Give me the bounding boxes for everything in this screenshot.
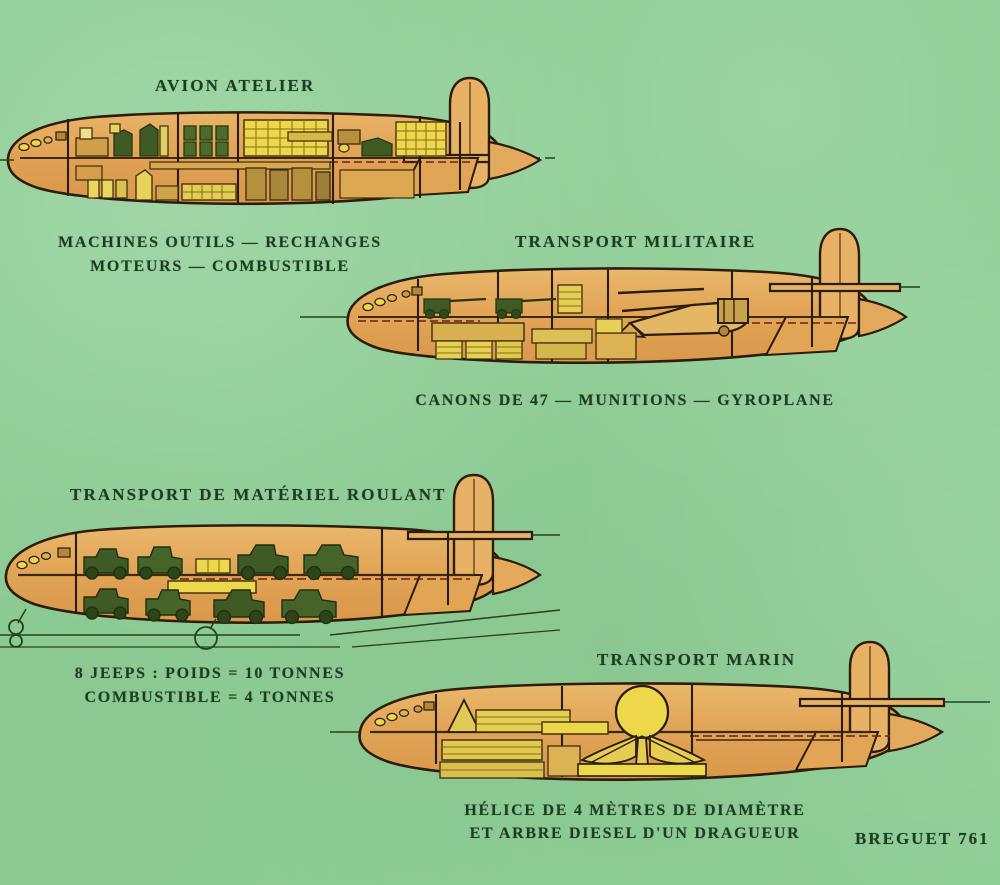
engines-crates-aft (337, 121, 447, 157)
aircraft-transport-militaire (300, 227, 920, 364)
horizontal-stabilizer (798, 697, 946, 708)
jeeps-upper-deck (83, 544, 359, 581)
propeller-blade-right (649, 734, 707, 765)
diesel-shaft-crates-upper (475, 709, 609, 735)
caption-transport-marin-sub-1: HÉLICE DE 4 MÈTRES DE DIAMÈTRE (464, 802, 806, 819)
tail-cone (491, 555, 542, 596)
workshop-machine-tools (75, 123, 229, 157)
jeeps-lower-deck (83, 588, 337, 625)
caption-transport-marin-title: TRANSPORT MARIN (597, 650, 797, 669)
guideline-to-next-2 (351, 629, 561, 648)
aircraft-transport-materiel-roulant (0, 473, 561, 650)
jeep (281, 589, 337, 625)
propeller-blade-left (579, 734, 637, 765)
caption-materiel-roulant-sub-1: 8 JEEPS : POIDS = 10 TONNES (74, 665, 346, 682)
caption-avion-atelier-sub-2: MOTEURS — COMBUSTIBLE (90, 258, 350, 275)
caption-transport-militaire-sub-1: CANONS DE 47 — MUNITIONS — GYROPLANE (415, 392, 835, 409)
gyroplane-rotor-blade-upper (617, 287, 705, 295)
horizontal-stabilizer (406, 530, 534, 541)
ammunition-crates-lower (431, 318, 637, 360)
guideline-to-next (329, 609, 561, 636)
bulkheads (66, 113, 462, 204)
tail-cone (857, 297, 908, 338)
ammunition-crates-upper (557, 284, 583, 314)
gyroplane-cockpit (717, 298, 749, 324)
aircraft-avion-atelier (0, 76, 560, 206)
pallet-upper (195, 558, 231, 574)
jeep (137, 546, 183, 580)
bulkheads (74, 528, 450, 618)
caption-avion-atelier-sub-1: MACHINES OUTILS — RECHANGES (58, 234, 382, 251)
jeep (237, 544, 289, 581)
cockpit-windows (16, 547, 71, 570)
jeep (303, 544, 359, 581)
tail-cone (487, 140, 543, 181)
jeep (145, 589, 191, 622)
cargo-grid-upper (243, 119, 333, 157)
jeep (83, 588, 129, 620)
propeller-blade-center (635, 737, 649, 767)
propeller-base (577, 763, 707, 777)
lower-hold-engines (245, 167, 331, 201)
diesel-shaft-crates-lower (439, 739, 581, 779)
gyroplane (615, 287, 750, 339)
caption-transport-militaire-title: TRANSPORT MILITAIRE (515, 232, 757, 251)
ammo-stack-3 (495, 340, 523, 360)
horizontal-stabilizer (768, 282, 902, 293)
lower-deck-contents (75, 161, 415, 201)
lower-deck-drums (87, 179, 128, 199)
cockpit-windows (18, 131, 67, 152)
caption-materiel-roulant-title: TRANSPORT DE MATÉRIEL ROULANT (70, 485, 447, 504)
tail-cone (887, 712, 945, 753)
cockpit-windows (362, 286, 423, 312)
aircraft-transport-marin (330, 640, 990, 781)
diesel-shaft (541, 721, 609, 735)
ammo-stack-2 (465, 340, 493, 360)
caption-avion-atelier-title: AVION ATELIER (155, 76, 316, 95)
ammo-stack-1 (435, 340, 463, 360)
caption-materiel-roulant-sub-2: COMBUSTIBLE = 4 TONNES (84, 689, 336, 706)
nose-landing-gear (8, 608, 27, 648)
jeep (83, 548, 129, 580)
ship-propeller (577, 684, 707, 777)
propeller-hub (614, 684, 670, 740)
caption-transport-marin-sub-2: ET ARBRE DIESEL D'UN DRAGUEUR (469, 825, 801, 842)
cargo-cradle-triangle (446, 697, 482, 733)
main-landing-gear (194, 618, 218, 650)
guns-47mm (423, 297, 557, 320)
credit-breguet-761: BREGUET 761 (855, 829, 990, 848)
gyroplane-wheel (718, 325, 730, 337)
jeep (213, 589, 265, 625)
cockpit-windows (374, 701, 435, 727)
